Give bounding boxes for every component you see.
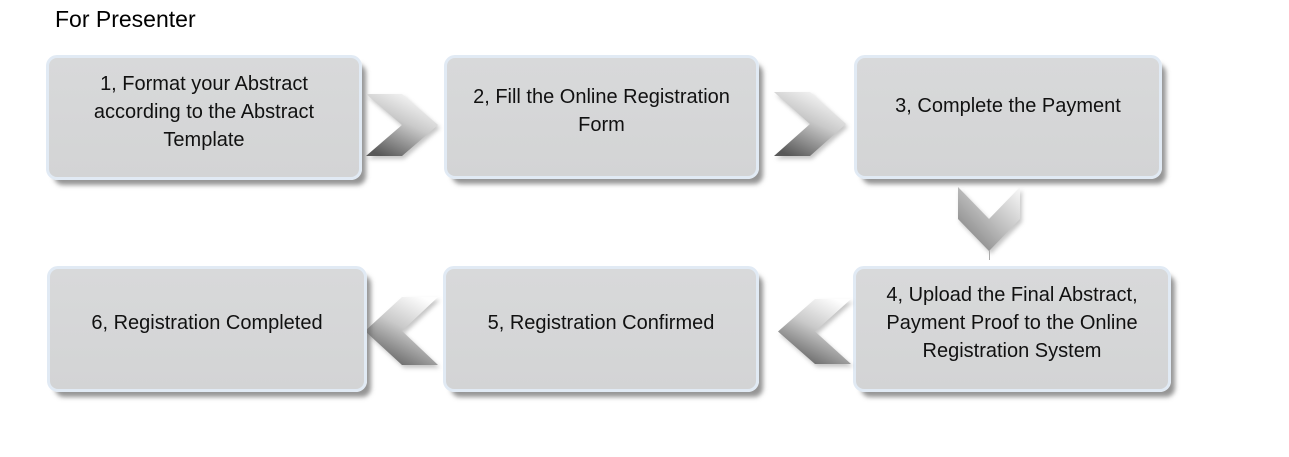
flow-step-1-label: 1, Format your Abstract according to the… xyxy=(93,72,315,151)
flow-step-4: 4, Upload the Final Abstract, Payment Pr… xyxy=(853,266,1171,392)
page-title: For Presenter xyxy=(55,6,196,32)
flow-step-5-label: 5, Registration Confirmed xyxy=(487,312,715,334)
chevron-down-tail xyxy=(989,250,990,260)
flow-step-2-label: 2, Fill the Online Registration Form xyxy=(473,86,730,136)
flow-step-1: 1, Format your Abstract according to the… xyxy=(46,55,362,180)
flow-step-6-label: 6, Registration Completed xyxy=(91,312,323,334)
chevron-right-icon xyxy=(774,92,846,156)
flow-step-2: 2, Fill the Online Registration Form xyxy=(444,55,759,179)
flow-step-4-label: 4, Upload the Final Abstract, Payment Pr… xyxy=(886,284,1138,362)
chevron-right-icon xyxy=(366,94,438,156)
chevron-left-icon xyxy=(365,297,438,365)
flow-step-3: 3, Complete the Payment xyxy=(854,55,1162,179)
chevron-down-icon xyxy=(958,187,1020,251)
flow-step-3-label: 3, Complete the Payment xyxy=(895,95,1121,117)
flow-step-5: 5, Registration Confirmed xyxy=(443,266,759,392)
flow-step-6: 6, Registration Completed xyxy=(47,266,367,392)
chevron-left-icon xyxy=(778,299,851,364)
